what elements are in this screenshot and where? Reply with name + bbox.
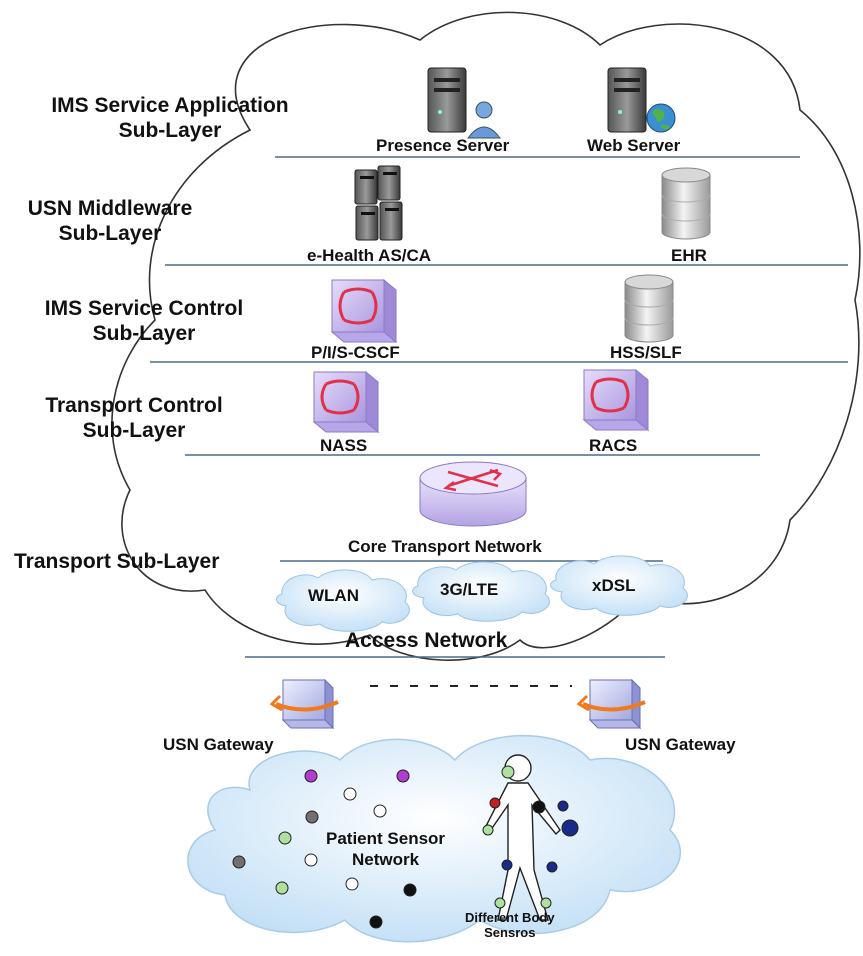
sensor-node [373, 804, 387, 818]
sensor-nodes [232, 765, 579, 929]
layer-label-line1: USN Middleware [27, 197, 193, 220]
body-sensor [501, 765, 515, 779]
ehealth-label: e-Health AS/CA [307, 246, 432, 265]
wlan-label: WLAN [308, 586, 359, 605]
racs-label: RACS [589, 436, 638, 455]
xdsl-cloud [550, 555, 688, 616]
router-icon [419, 461, 527, 527]
body-sensor [482, 824, 494, 836]
lte-label: 3G/LTE [440, 580, 499, 599]
patient-sensor-network-label: Patient Sensor Network [326, 828, 445, 870]
layer-label-line1: IMS Service Control [44, 297, 244, 320]
body-sensors-label: Different Body Sensros [465, 910, 555, 940]
ehr-database-icon [661, 167, 711, 240]
hss-label: HSS/SLF [610, 343, 682, 362]
access-network-label: Access Network [345, 629, 508, 652]
body-sensor [532, 800, 546, 814]
body-sensor [561, 819, 579, 837]
body-sensor [557, 800, 569, 812]
cscf-label: P/I/S-CSCF [311, 343, 400, 362]
patient-sensor-cloud [187, 734, 682, 943]
nass-label: NASS [320, 436, 368, 455]
web-server-icon [607, 67, 676, 133]
lte-cloud [412, 561, 550, 622]
nass-control-icon [312, 370, 380, 434]
sensor-node [304, 853, 318, 867]
body-sensor [540, 897, 552, 909]
presence-server-label: Presence Server [376, 136, 510, 155]
layer-label-ims-service-control: IMS Service Control Sub-Layer [13, 296, 275, 346]
sensor-node [369, 915, 383, 929]
usn-gateway-left-icon [269, 678, 339, 730]
layer-label-ims-service-application: IMS Service Application Sub-Layer [15, 93, 325, 143]
layer-label-line2: Sub-Layer [82, 419, 186, 442]
sensor-node [403, 883, 417, 897]
patient-label-line1: Patient Sensor [326, 829, 446, 848]
layer-label-line2: Sub-Layer [92, 322, 196, 345]
layer-label-usn-middleware: USN Middleware Sub-Layer [14, 196, 206, 246]
sensor-node [345, 877, 359, 891]
body-label-line1: Different Body [465, 910, 555, 925]
layer-label-line1: Transport Sub-Layer [14, 550, 220, 573]
presence-server-icon [427, 67, 501, 139]
patient-label-line2: Network [351, 850, 420, 869]
usn-gateway-left-label: USN Gateway [163, 735, 274, 754]
cscf-control-icon [330, 278, 398, 344]
sensor-node [305, 810, 319, 824]
layer-label-line2: Sub-Layer [58, 222, 162, 245]
ehealth-server-cluster-icon [354, 165, 403, 241]
layer-label-line1: Transport Control [45, 394, 223, 417]
ims-cloud-outline [111, 11, 861, 661]
sensor-node [304, 769, 318, 783]
sensor-node [278, 831, 292, 845]
sensor-node [396, 769, 410, 783]
wlan-cloud [276, 569, 410, 632]
sensor-node [275, 881, 289, 895]
layer-label-transport-control: Transport Control Sub-Layer [16, 393, 252, 443]
layer-label-transport: Transport Sub-Layer [14, 549, 219, 574]
body-sensor [501, 859, 513, 871]
usn-gateway-right-icon [576, 678, 646, 730]
sensor-node [343, 787, 357, 801]
racs-control-icon [582, 368, 650, 432]
usn-gateway-right-label: USN Gateway [625, 735, 736, 754]
xdsl-label: xDSL [592, 576, 636, 595]
sensor-node [232, 855, 246, 869]
body-sensor [494, 897, 506, 909]
ehr-label: EHR [671, 246, 707, 265]
hss-database-icon [624, 274, 674, 343]
layer-label-line1: IMS Service Application [51, 94, 289, 117]
core-transport-label: Core Transport Network [348, 537, 542, 556]
web-server-label: Web Server [587, 136, 681, 155]
layer-label-line2: Sub-Layer [118, 119, 222, 142]
body-sensor [546, 861, 558, 873]
body-label-line2: Sensros [484, 925, 536, 940]
body-sensor [489, 797, 501, 809]
